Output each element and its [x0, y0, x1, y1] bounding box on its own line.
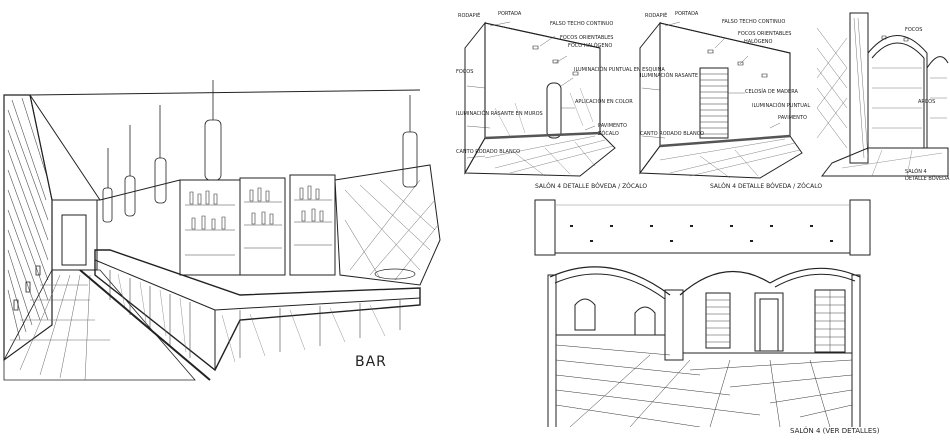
- salon-main-sketch: [530, 195, 875, 427]
- detail-left-label-iluminacion-esquina: ILUMINACIÓN PUNTUAL EN ESQUINA: [574, 67, 665, 73]
- detail-mid-label-iluminacion-rasante: ILUMINACIÓN RASANTE: [640, 73, 699, 79]
- caption-main-salon: SALÓN 4 (VER DETALLES): [790, 427, 880, 435]
- detail-left-label-foco-halogeno: FOCO HALÓGENO: [568, 43, 613, 49]
- detail-mid-label-rodapie: RODAPIÉ: [645, 13, 668, 19]
- bar-perspective-sketch: [0, 70, 445, 390]
- detail-mid-label-falso-techo: FALSO TECHO CONTINUO: [722, 19, 786, 25]
- detail-mid-label-celosia: CELOSÍA DE MADERA: [745, 89, 798, 95]
- detail-left-sketch: [455, 8, 620, 180]
- detail-left-label-portada: PORTADA: [498, 11, 522, 17]
- detail-mid-label-iluminacion-puntual: ILUMINACIÓN PUNTUAL: [752, 103, 811, 109]
- detail-mid-label-canto-rodado: CANTO RODADO BLANCO: [640, 131, 705, 137]
- detail-left-label-falso-techo: FALSO TECHO CONTINUO: [550, 21, 614, 27]
- detail-left-label-focos: FOCOS: [456, 69, 474, 75]
- detail-right-label-detalle: DETALLE BÓVEDA: [905, 176, 950, 182]
- detail-mid-label-focos-orientables: FOCOS ORIENTABLES: [738, 31, 792, 37]
- detail-left-label-zocalo: ZÓCALO: [598, 131, 619, 137]
- detail-right-label-focos: FOCOS: [905, 27, 923, 33]
- caption-detail-mid: SALÓN 4 DETALLE BÓVEDA / ZÓCALO: [710, 183, 823, 190]
- bar-sketch-label: BAR: [355, 354, 387, 370]
- detail-left-label-rodapie: RODAPIÉ: [458, 13, 481, 19]
- detail-left-label-iluminacion-rasante: ILUMINACIÓN RASANTE EN MUROS: [456, 111, 543, 117]
- caption-detail-left: SALÓN 4 DETALLE BÓVEDA / ZÓCALO: [535, 183, 648, 190]
- detail-left-label-focos-orientables: FOCOS ORIENTABLES: [560, 35, 614, 41]
- detail-right-label-salon: SALÓN 4: [905, 169, 927, 175]
- detail-mid-label-halogeno: HALÓGENO: [744, 39, 773, 45]
- detail-left-label-pavimento: PAVIMENTO: [598, 123, 627, 129]
- detail-left-label-canto-rodado: CANTO RODADO BLANCO: [456, 149, 521, 155]
- detail-mid-label-pavimento: PAVIMENTO: [778, 115, 807, 121]
- detail-right-label-arcos: ARCOS: [918, 99, 936, 105]
- detail-mid-sketch: [630, 8, 805, 180]
- detail-mid-label-portada: PORTADA: [675, 11, 699, 17]
- detail-left-label-aplicacion-color: APLICACIÓN EN COLOR: [575, 99, 633, 105]
- detail-right-sketch: [812, 8, 950, 178]
